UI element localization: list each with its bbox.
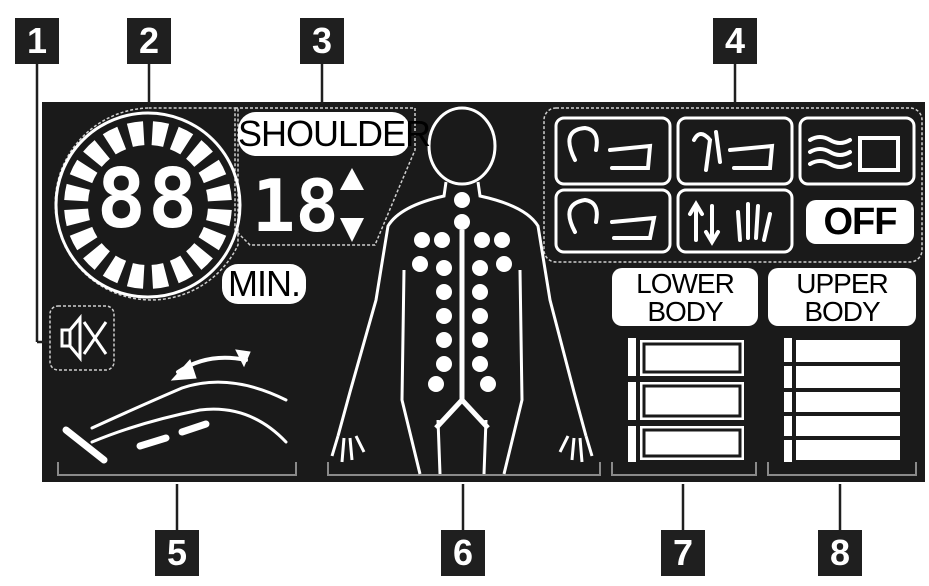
spine-node xyxy=(434,232,450,248)
zone-label: SHOULDER xyxy=(238,112,410,156)
spine-node xyxy=(412,256,428,272)
shiatsu-icon xyxy=(569,200,654,238)
lower-body-line2: BODY xyxy=(612,298,758,326)
timer-segment xyxy=(152,121,170,147)
spine-node xyxy=(428,376,444,392)
spine-node xyxy=(472,284,488,300)
upper-body-bars xyxy=(784,338,900,462)
zone-level: 18 xyxy=(252,166,332,246)
lower-body-line1: LOWER xyxy=(612,270,758,298)
spine-node xyxy=(436,284,452,300)
spine-node xyxy=(496,256,512,272)
spine-node xyxy=(436,308,452,324)
timer-segment xyxy=(127,263,144,289)
spine-node xyxy=(436,332,452,348)
timer-segment xyxy=(127,121,144,147)
timer-digits: 88 xyxy=(88,150,208,250)
spine-node xyxy=(454,214,470,230)
spine-line xyxy=(436,230,488,428)
spine-nodes xyxy=(412,192,512,428)
spine-node xyxy=(480,376,496,392)
upper-body-line2: BODY xyxy=(768,298,916,326)
spine-node xyxy=(494,232,510,248)
mute-icon xyxy=(62,318,106,358)
level-arrows-icon xyxy=(340,168,364,242)
lower-body-label: LOWER BODY xyxy=(612,268,758,326)
spine-node xyxy=(472,260,488,276)
spine-node xyxy=(472,308,488,324)
tapping-icon xyxy=(690,204,770,242)
timer-segment xyxy=(103,256,126,284)
spine-node xyxy=(454,192,470,208)
air-pressure-icon xyxy=(810,137,898,170)
timer-segment xyxy=(170,256,193,284)
rolling-icon xyxy=(694,132,772,170)
timer-unit: MIN. xyxy=(222,264,306,304)
spine-node xyxy=(472,332,488,348)
upper-body-label: UPPER BODY xyxy=(768,268,916,326)
spine-node xyxy=(414,232,430,248)
spine-node xyxy=(474,232,490,248)
timer-segment xyxy=(206,209,232,227)
timer-segment xyxy=(64,209,90,227)
spine-node xyxy=(436,356,452,372)
leg-rest-icon xyxy=(66,350,286,460)
off-button[interactable]: OFF xyxy=(806,200,914,244)
spine-node xyxy=(436,260,452,276)
timer-segment xyxy=(64,184,90,202)
upper-body-line1: UPPER xyxy=(768,270,916,298)
spine-node xyxy=(472,356,488,372)
timer-segment xyxy=(152,263,170,289)
timer-segment xyxy=(206,184,232,202)
kneading-icon xyxy=(569,128,650,168)
